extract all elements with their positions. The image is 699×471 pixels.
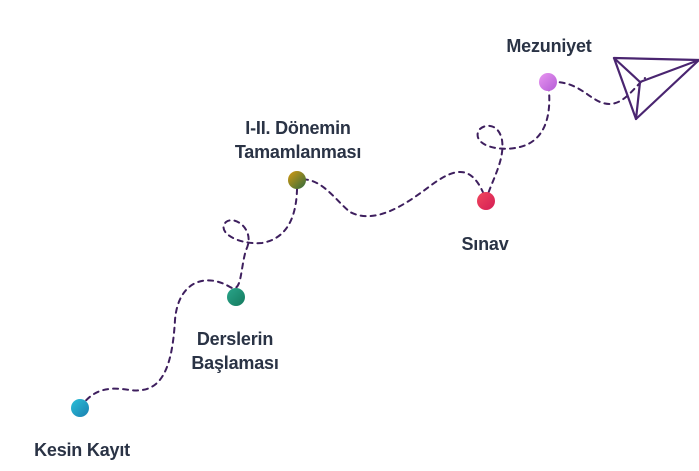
milestone-label-sinav: Sınav [450, 232, 520, 256]
milestone-label-line: Kesin Kayıt [34, 440, 130, 460]
milestone-label-line: Tamamlanması [234, 142, 362, 162]
journey-dashed-path [79, 77, 646, 409]
milestone-label-line: Derslerin [196, 329, 274, 349]
milestone-label-donem-tamamlanmasi: I-II. Dönemin Tamamlanması [230, 116, 366, 164]
milestone-label-kesin-kayit: Kesin Kayıt [30, 438, 134, 462]
milestone-dot-mezuniyet [539, 73, 557, 91]
milestone-label-derslerin-baslamasi: Derslerin Başlaması [180, 327, 290, 375]
milestone-label-line: Sınav [461, 234, 509, 254]
milestone-label-line: I-II. Dönemin [245, 118, 351, 138]
milestone-label-mezuniyet: Mezuniyet [494, 34, 604, 58]
milestone-label-line: Mezuniyet [506, 36, 592, 56]
paper-plane-icon [612, 56, 699, 121]
milestone-label-line: Başlaması [191, 353, 279, 373]
milestone-dot-sinav [477, 192, 495, 210]
milestone-dot-kesin-kayit [71, 399, 89, 417]
milestone-dot-derslerin-baslamasi [227, 288, 245, 306]
milestone-dot-donem-tamamlanmasi [288, 171, 306, 189]
